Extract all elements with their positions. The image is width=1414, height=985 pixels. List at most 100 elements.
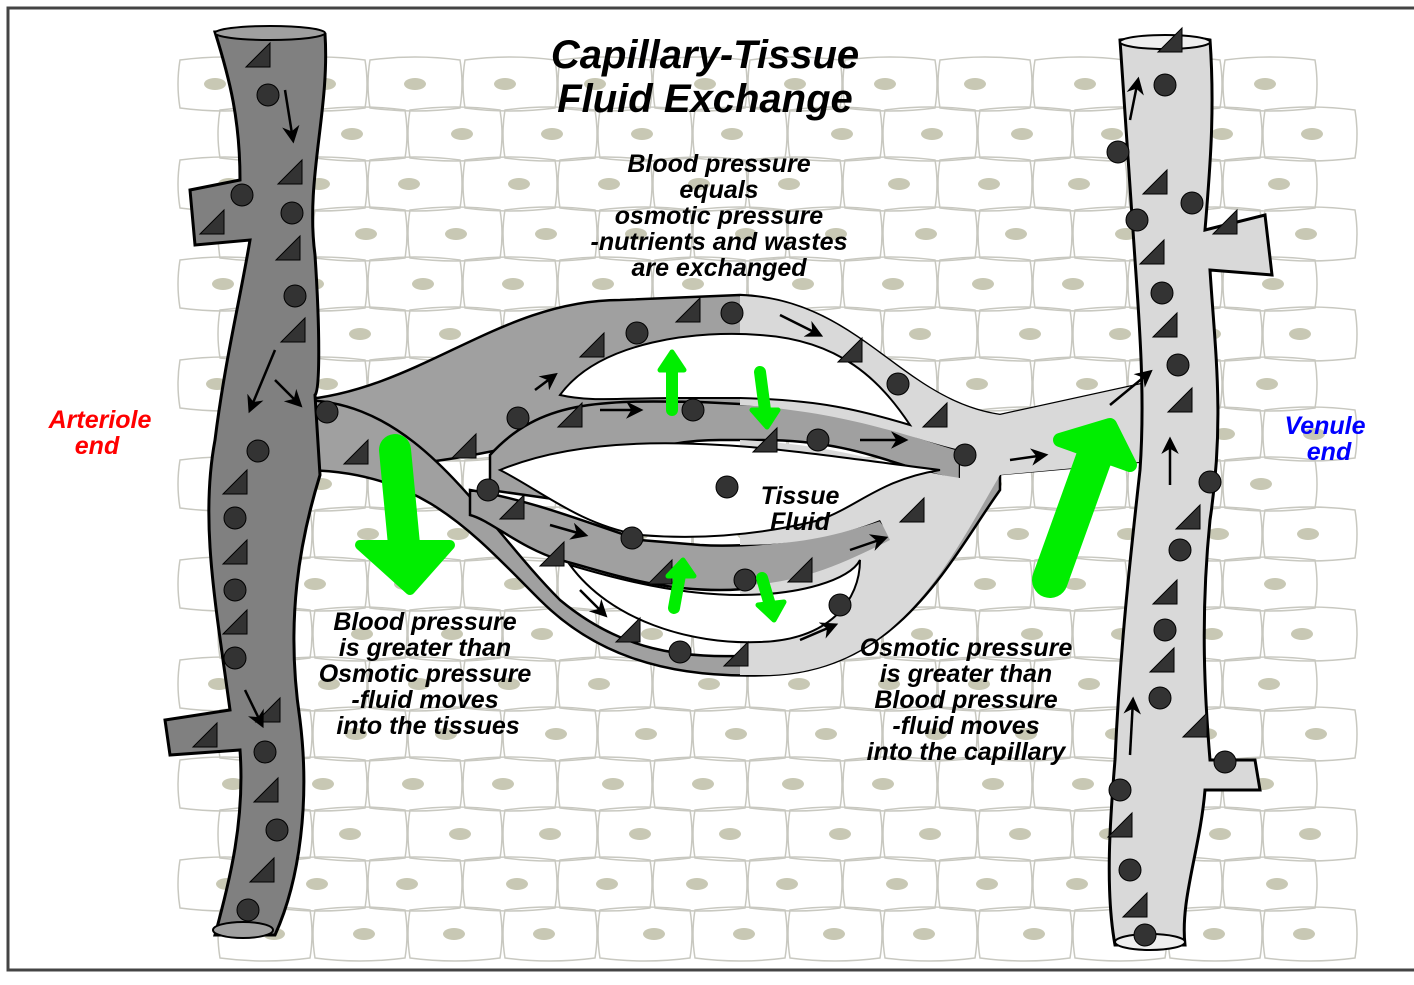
tissue-cell-nucleus <box>1305 728 1327 740</box>
tissue-cell-nucleus <box>539 828 561 840</box>
tissue-cell-nucleus <box>782 778 804 790</box>
venule-end-label: end <box>1307 438 1352 466</box>
blood-cell-dot <box>1169 539 1191 561</box>
tissue-cell-nucleus <box>915 228 937 240</box>
tissue-cell-nucleus <box>629 828 651 840</box>
tissue-cell-nucleus <box>1295 228 1317 240</box>
tissue-cell-nucleus <box>1289 328 1311 340</box>
tissue-cell-nucleus <box>588 678 610 690</box>
tissue-cell-nucleus <box>404 78 426 90</box>
blood-cell-dot <box>682 399 704 421</box>
tissue-cell-nucleus <box>909 328 931 340</box>
blood-cell-dot <box>281 202 303 224</box>
tissue-cell-nucleus <box>1262 278 1284 290</box>
tissue-cell-nucleus <box>631 128 653 140</box>
blood-cell-dot <box>1107 141 1129 163</box>
diagram-title-line-1: Capillary-Tissue <box>551 33 859 77</box>
tissue-cell-nucleus <box>1101 128 1123 140</box>
note-line: Osmotic pressure <box>860 634 1073 662</box>
tissue-cell-nucleus <box>541 128 563 140</box>
blood-cell-dot <box>254 741 276 763</box>
note-line: into the tissues <box>336 712 519 740</box>
venule-end-label: Venule <box>1284 412 1365 440</box>
tissue-cell-nucleus <box>1072 778 1094 790</box>
tissue-cell-nucleus <box>349 328 371 340</box>
tissue-cell-nucleus <box>1256 378 1278 390</box>
note-line: Blood pressure <box>874 686 1057 714</box>
tissue-cell-nucleus <box>643 928 665 940</box>
tissue-cell-nucleus <box>1076 378 1098 390</box>
tissue-cell-nucleus <box>451 128 473 140</box>
blood-cell-dot <box>284 285 306 307</box>
tissue-cell-nucleus <box>1068 178 1090 190</box>
note-line: equals <box>679 176 758 204</box>
tissue-cell-nucleus <box>1066 878 1088 890</box>
tissue-cell-nucleus <box>1005 228 1027 240</box>
tissue-cell-nucleus <box>913 928 935 940</box>
blood-cell-dot <box>237 899 259 921</box>
blood-cell-dot <box>734 569 756 591</box>
tissue-cell-nucleus <box>341 128 363 140</box>
tissue-cell-nucleus <box>982 778 1004 790</box>
blood-cell-dot <box>224 507 246 529</box>
tissue-cell-nucleus <box>355 228 377 240</box>
tissue-cell-nucleus <box>972 278 994 290</box>
tissue-cell-nucleus <box>778 178 800 190</box>
tissue-cell-nucleus <box>304 578 326 590</box>
blood-cell-dot <box>1119 859 1141 881</box>
tissue-cell-nucleus <box>402 778 424 790</box>
note-line: -nutrients and wastes <box>591 228 848 256</box>
tissue-cell-nucleus <box>974 578 996 590</box>
tissue-cell-nucleus <box>1254 78 1276 90</box>
tissue-cell-nucleus <box>502 278 524 290</box>
tissue-cell-nucleus <box>921 128 943 140</box>
tissue-cell-nucleus <box>686 878 708 890</box>
tissue-cell-nucleus <box>964 78 986 90</box>
note-line: are exchanged <box>631 254 807 282</box>
blood-cell-dot <box>829 594 851 616</box>
tissue-cell-nucleus <box>506 878 528 890</box>
tissue-cell-nucleus <box>888 178 910 190</box>
tissue-cell-nucleus <box>339 828 361 840</box>
tissue-fluid-label: Tissue <box>761 482 840 510</box>
tissue-cell-nucleus <box>829 828 851 840</box>
blood-cell-dot <box>1181 192 1203 214</box>
note-line: osmotic pressure <box>615 202 824 230</box>
blood-cell-dot <box>887 373 909 395</box>
tissue-cell-nucleus <box>357 528 379 540</box>
blood-cell-dot <box>231 184 253 206</box>
note-line: -fluid moves <box>892 712 1039 740</box>
note-line: -fluid moves <box>351 686 498 714</box>
tissue-cell-nucleus <box>396 878 418 890</box>
tissue-cell-nucleus <box>494 78 516 90</box>
tissue-cell-nucleus <box>492 778 514 790</box>
tissue-cell-nucleus <box>1293 928 1315 940</box>
blood-cell-dot <box>954 444 976 466</box>
tissue-cell-nucleus <box>449 828 471 840</box>
blood-cell-dot <box>669 641 691 663</box>
tissue-cell-nucleus <box>204 78 226 90</box>
tissue-cell-nucleus <box>312 778 334 790</box>
tissue-cell-nucleus <box>1023 928 1045 940</box>
tissue-cell-nucleus <box>531 628 553 640</box>
tissue-cell-nucleus <box>919 828 941 840</box>
tissue-cell-nucleus <box>1291 628 1313 640</box>
tissue-cell-nucleus <box>976 878 998 890</box>
blood-cell-dot <box>1167 354 1189 376</box>
tissue-cell-nucleus <box>966 378 988 390</box>
arterial-end-note: Blood pressure is greater than Osmotic p… <box>319 608 532 740</box>
tissue-cell-nucleus <box>1109 328 1131 340</box>
blood-cell-dot <box>247 440 269 462</box>
tissue-cell-nucleus <box>1299 828 1321 840</box>
tissue-cell-nucleus <box>1301 128 1323 140</box>
venous-end-note: Osmotic pressure is greater than Blood p… <box>860 634 1073 766</box>
tissue-cell-nucleus <box>641 628 663 640</box>
tissue-cell-nucleus <box>602 778 624 790</box>
tissue-cell-nucleus <box>1250 478 1272 490</box>
arteriole-end-label: Arteriole <box>48 406 152 434</box>
blood-cell-dot <box>257 84 279 106</box>
note-line: is greater than <box>880 660 1052 688</box>
tissue-cell-nucleus <box>776 878 798 890</box>
blood-cell-dot <box>316 401 338 423</box>
